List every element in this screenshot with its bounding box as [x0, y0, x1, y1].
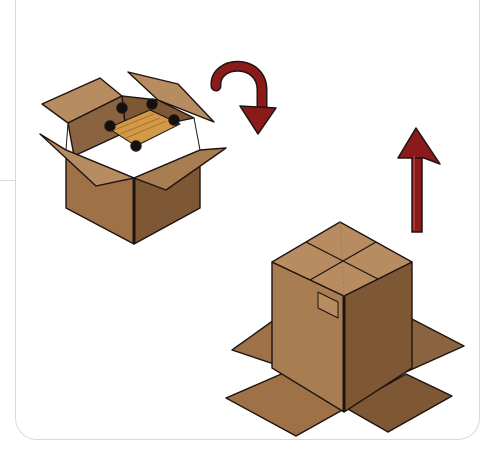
box-contents-foot — [147, 99, 157, 109]
box-contents-foot — [105, 121, 115, 131]
rotate-arrow-icon — [216, 66, 276, 134]
open-box — [40, 72, 226, 244]
up-arrow-icon — [398, 128, 440, 232]
box-contents-foot — [117, 103, 127, 113]
closed-box — [226, 222, 464, 436]
box-contents-foot — [131, 141, 141, 151]
box-contents-foot — [169, 115, 179, 125]
